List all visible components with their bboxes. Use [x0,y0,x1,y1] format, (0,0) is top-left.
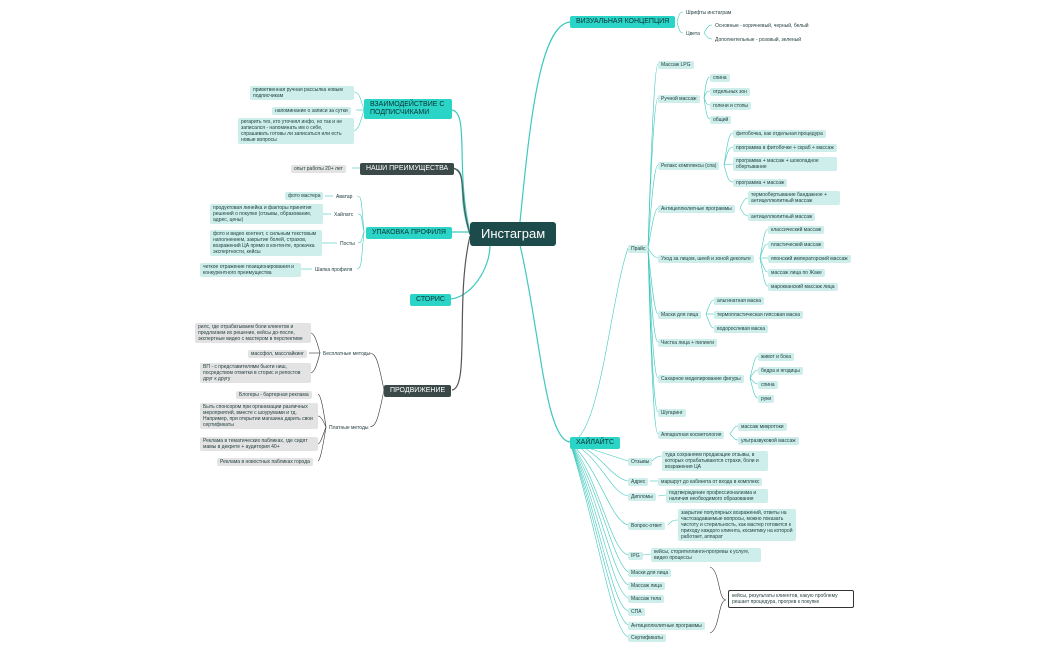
manual-item[interactable]: отдельных зон [710,88,750,96]
promotion-node[interactable]: ПРОДВИЖЕНИЕ [384,385,452,397]
extra-colors-node[interactable]: Дополнительные - розовый, зеленый [715,37,802,43]
masks-item[interactable]: термопластическая гипсовая маска [714,311,803,319]
price-lpg[interactable]: Массаж LPG [658,61,694,69]
list-item[interactable]: Антицеллюлитные программы [628,622,705,630]
highlights-profile-node[interactable]: Хайлатс [334,212,354,218]
manual-item[interactable]: общий [710,116,732,124]
posts-item[interactable]: фото и видео контент, с сильным текстовы… [210,230,322,256]
paid-method-item[interactable]: Реклама в новостных пабликах города [217,458,313,466]
interaction-item[interactable]: приветвенная ручная рассылка новым подпи… [250,86,354,100]
sugar-item[interactable]: спина [758,381,778,389]
free-method-item[interactable]: массфол, масслайкинг [248,350,307,358]
sugar-item[interactable]: живот и бока [758,353,794,361]
reviews-node[interactable]: Отзывы [628,458,653,466]
faq-item[interactable]: закрытие популярных возражений, ответы н… [678,509,796,541]
profile-header-item[interactable]: четкое отражение позиционирования и конк… [200,263,301,277]
list-item[interactable]: Маски для лица [628,569,672,577]
interaction-item[interactable]: регарить тех, кто уточнял инфо, но так и… [238,118,354,144]
price-sugar[interactable]: Сахарное моделирование фигуры [658,375,744,383]
avatar-node[interactable]: Аватар [336,194,353,200]
advantage-item[interactable]: опыт работы 20+ лет [291,165,346,173]
highlights-node[interactable]: ХАЙЛАЙТС [570,437,620,449]
price-shugaring[interactable]: Шугаринг [658,409,686,417]
masks-item[interactable]: водорослевая маска [714,325,769,333]
price-hardware[interactable]: Аппаратная косметология [658,431,725,439]
price-face[interactable]: Уход за лицом, шеей и зоной декольте [658,255,754,263]
stories-node[interactable]: СТОРИС [410,294,451,306]
list-item[interactable]: Массаж тела [628,595,665,603]
main-colors-node[interactable]: Основные - коричневый, черный, белый [715,23,809,29]
price-anticell[interactable]: Антицеллюлитные программы [658,205,735,213]
faq-node[interactable]: Вопрос-ответ [628,522,666,530]
face-item[interactable]: классический массаж [768,226,825,234]
profile-header-node[interactable]: Шапка профиля [315,267,353,273]
list-item[interactable]: СПА [628,608,645,616]
paid-methods-node[interactable]: Платные методы [329,425,369,431]
anticell-item[interactable]: термообертывание бандажное + антицеллюли… [748,191,840,205]
relax-item[interactable]: программа в фитобочке + скраб + массаж [733,144,837,152]
visual-concept-node[interactable]: ВИЗУАЛЬНАЯ КОНЦЕПЦИЯ [570,16,676,28]
interaction-item[interactable]: напоминание о записи за сутки [272,107,351,115]
hardware-item[interactable]: массаж микротоки [738,423,787,431]
list-note[interactable]: кейсы, результаты клиентов, какую пробле… [728,590,854,608]
avatar-item[interactable]: фото мастера [285,192,324,200]
posts-node[interactable]: Посты [340,241,355,247]
face-item[interactable]: пластический массаж [768,241,825,249]
face-item[interactable]: марокканский массаж лица [768,283,838,291]
reviews-item[interactable]: туда сохраняем продающие отзывы, в котор… [662,451,768,471]
diplomas-item[interactable]: подтверждение профессионализма и наличия… [666,489,768,503]
free-method-item[interactable]: ВП - с представителями бьюти ниш, посред… [200,363,311,383]
price-masks[interactable]: Маски для лица [658,311,702,319]
profile-node[interactable]: УПАКОВКА ПРОФИЛЯ [366,227,452,239]
price-manual[interactable]: Ручной массаж [658,95,700,103]
ipg-item[interactable]: кейсы, сторителлинги-прогревы к услуге, … [651,548,761,562]
relax-item[interactable]: фитобочка, как отдельная процедура [733,130,826,138]
face-item[interactable]: массаж лица по Жаке [768,269,825,277]
masks-item[interactable]: альгинатная маска [714,297,765,305]
price-cleaning[interactable]: Чистка лица + пилинги [658,339,718,347]
free-methods-node[interactable]: Бесплатные методы [323,351,371,357]
relax-item[interactable]: программа + массаж [733,179,788,187]
colors-node[interactable]: Цвета [686,31,700,37]
sugar-item[interactable]: бедра и ягодицы [758,367,803,375]
address-item[interactable]: маршрут до кабинета от входа в комплекс [658,478,763,486]
diplomas-node[interactable]: Дипломы [628,493,656,501]
address-node[interactable]: Адрес [628,478,649,486]
manual-item[interactable]: голени и стопы [710,102,752,110]
relax-item[interactable]: программа + массаж + шоколадное обертыва… [733,157,837,171]
paid-method-item[interactable]: Блогеры - бартерная реклама [236,391,312,399]
paid-method-item[interactable]: Реклама в тематических пабликах, где сид… [200,437,318,451]
free-method-item[interactable]: рилс, где отрабатываем боли клиентов и п… [195,323,311,343]
list-item[interactable]: Сертификаты [628,634,666,642]
sugar-item[interactable]: руки [758,395,775,403]
interaction-node[interactable]: ВЗАИМОДЕЙСТВИЕ С ПОДПИСЧИКАМИ [364,99,452,119]
paid-method-item[interactable]: Быть спонсором при организации различных… [200,403,318,429]
hardware-item[interactable]: ультразвуковой массаж [738,437,799,445]
advantages-node[interactable]: НАШИ ПРЕИМУЩЕСТВА [360,163,455,175]
ipg-node[interactable]: IPG [628,552,643,560]
face-item[interactable]: японский императорский массаж [768,255,851,263]
fonts-node[interactable]: Шрифты инстаграм [686,10,732,16]
price-node[interactable]: Прайс [628,245,649,253]
price-relax[interactable]: Релакс комплексы (спа) [658,162,720,170]
highlights-profile-item[interactable]: продуктовая линейка и факторы принятия р… [210,204,323,224]
anticell-item[interactable]: антицеллюлитный массаж [748,213,816,221]
manual-item[interactable]: спина [710,74,730,82]
list-item[interactable]: Массаж лица [628,582,665,590]
root-node[interactable]: Инстаграм [470,222,557,246]
